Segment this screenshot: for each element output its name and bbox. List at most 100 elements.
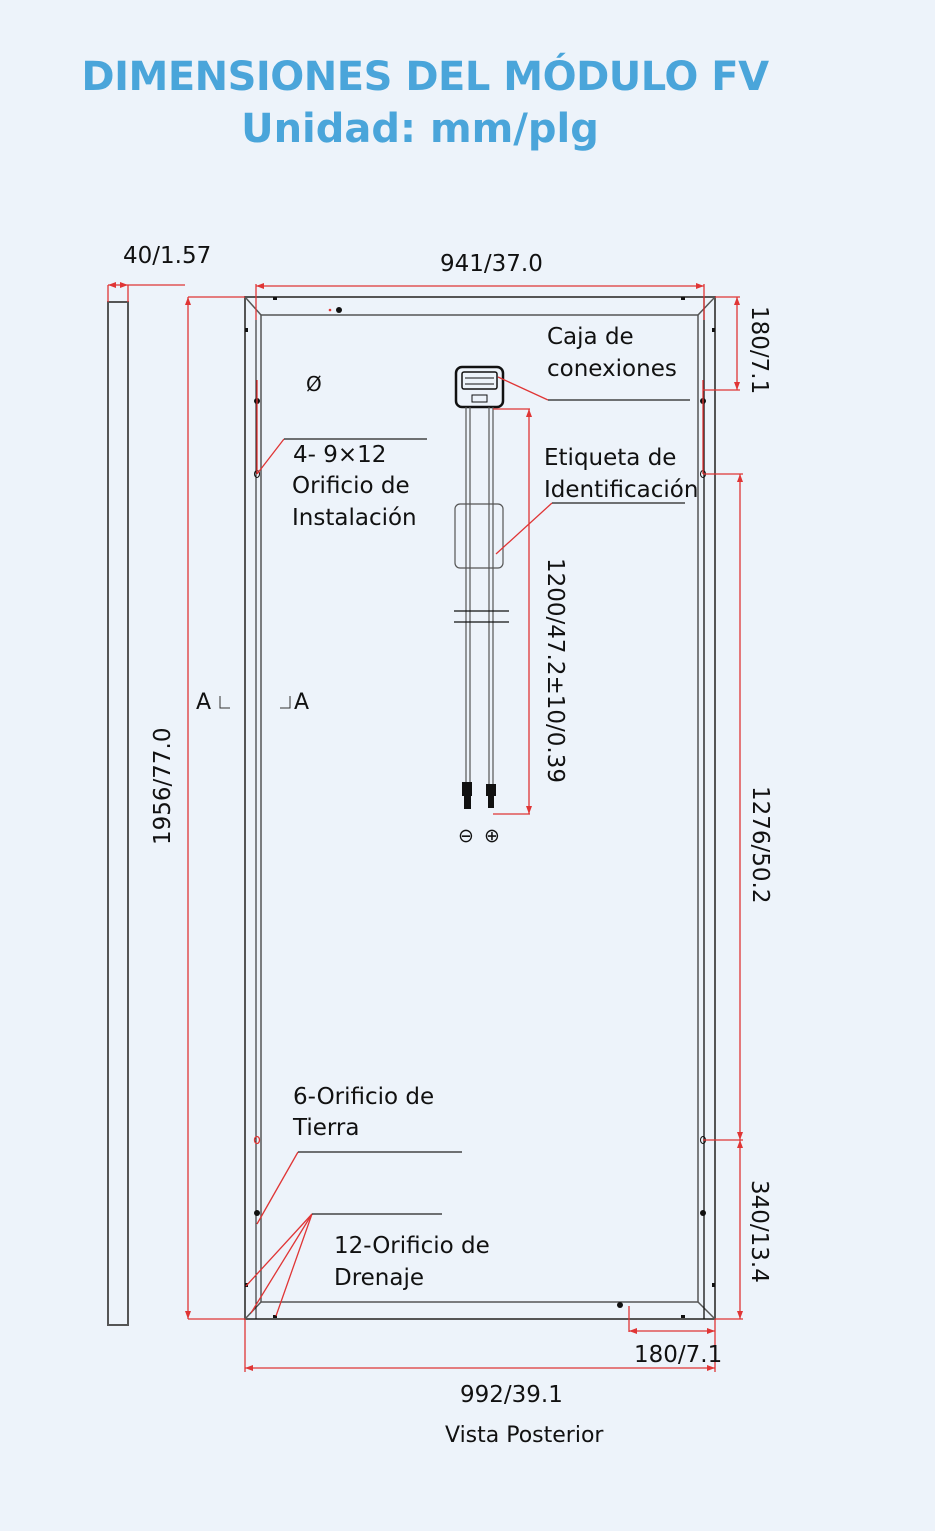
dim-frame-thickness: 40/1.57: [123, 243, 211, 269]
dim-arrow: [737, 474, 743, 482]
drain-holes-line1: 12-Orificio de: [334, 1233, 490, 1259]
dim-arrow: [120, 282, 128, 288]
dim-top-hole-offset: 180/7.1: [703, 296, 772, 394]
corner-miter: [244, 296, 262, 316]
corner-miter: [697, 296, 716, 316]
diagram-title: DIMENSIONES DEL MÓDULO FV: [81, 54, 769, 100]
leader-line: [497, 376, 549, 401]
mounting-holes-line1: 4- 9×12: [293, 442, 386, 468]
ground-holes-line1: 6-Orificio de: [293, 1084, 434, 1110]
dim-arrow: [185, 1311, 191, 1319]
dim-ground-to-bottom: 340/13.4: [715, 1140, 772, 1320]
mounting-hole: [253, 1135, 261, 1145]
section-marker-left: A: [196, 690, 211, 715]
dim-arrow: [737, 1140, 743, 1148]
corner-miter: [697, 1301, 716, 1320]
drain-holes-line2: Drenaje: [334, 1265, 424, 1291]
leader-line: [495, 502, 553, 555]
dim-arrow: [707, 1365, 715, 1371]
side-profile-outline: [107, 301, 129, 1326]
ground-hole: [617, 1302, 623, 1308]
dim-mounting-spacing: 1276/50.2: [703, 473, 773, 1319]
section-bracket-left: [219, 696, 230, 709]
drain-hole: [681, 297, 685, 300]
mounting-holes: [253, 470, 706, 1145]
leader-line: [275, 1213, 313, 1317]
dim-overall-width-label: 992/39.1: [460, 1382, 563, 1408]
view-label: Vista Posterior: [445, 1423, 604, 1448]
connector-negative: [464, 796, 471, 809]
leader-line: [256, 1151, 299, 1225]
dim-arrow: [526, 409, 532, 417]
section-markers: A A: [196, 690, 309, 715]
dim-arrow: [526, 806, 532, 814]
frame-inner-edge: [260, 314, 699, 1303]
junction-box-label-line1: Caja de: [547, 324, 634, 350]
drain-hole: [712, 1283, 715, 1287]
junction-box-callout: Caja de conexiones: [497, 324, 690, 401]
section-marker-right: A: [294, 690, 309, 715]
leader-line: [245, 1213, 313, 1287]
connector-positive: [488, 796, 494, 808]
drain-hole: [273, 1315, 277, 1318]
ground-hole: [336, 307, 342, 313]
drain-holes-callout: 12-Orificio de Drenaje: [245, 1213, 490, 1317]
mounting-holes-line3: Instalación: [292, 505, 417, 531]
junction-box-label: [461, 371, 498, 390]
connector-negative: [462, 782, 472, 796]
junction-box-label-line2: conexiones: [547, 356, 677, 382]
dim-arrow: [185, 297, 191, 305]
dim-arrow: [734, 382, 740, 390]
junction-box: [454, 365, 505, 409]
dim-inner-width: 941/37.0: [255, 251, 705, 320]
mounting-holes-line2: Orificio de: [292, 473, 410, 499]
junction-box-detail: [471, 394, 488, 403]
dim-arrow: [245, 1365, 253, 1371]
dim-arrow: [734, 297, 740, 305]
frame-outer-edge: [244, 296, 716, 1320]
dim-overall-height: 1956/77.0: [150, 296, 245, 1320]
unit-subtitle: Unidad: mm/plg: [241, 106, 599, 152]
dim-top-hole-offset-label: 180/7.1: [746, 306, 772, 394]
dim-bottom-hole-offset-label: 180/7.1: [634, 1342, 722, 1368]
dim-arrow: [629, 1328, 637, 1334]
module-frame: [244, 296, 716, 1320]
dim-overall-height-label: 1956/77.0: [150, 728, 176, 846]
ground-holes-callout: 6-Orificio de Tierra: [256, 1084, 462, 1225]
dim-overall-width: 992/39.1: [244, 1319, 716, 1408]
dim-cable-length-label: 1200/47.2±10/0.39: [542, 558, 568, 783]
id-label-tag: [454, 503, 504, 569]
dim-mounting-spacing-label: 1276/50.2: [747, 786, 773, 904]
id-label-callout: Etiqueta de Identificación: [495, 445, 698, 555]
dim-cable-length: 1200/47.2±10/0.39: [493, 408, 568, 815]
ground-holes-line2: Tierra: [292, 1115, 359, 1141]
dim-arrow: [696, 283, 704, 289]
ground-hole-marker: [328, 308, 332, 312]
section-bracket-right: [280, 696, 291, 709]
drain-hole: [712, 328, 715, 332]
dim-inner-width-label: 941/37.0: [440, 251, 543, 277]
dim-bottom-hole-offset: 180/7.1: [628, 1306, 722, 1368]
dim-arrow: [707, 1328, 715, 1334]
leader-line: [250, 1213, 313, 1314]
dim-arrow: [737, 1132, 743, 1140]
dim-ground-to-bottom-label: 340/13.4: [746, 1180, 772, 1283]
ground-hole: [700, 1210, 706, 1216]
drain-hole: [245, 328, 248, 332]
ground-hole: [254, 1210, 260, 1216]
dim-arrow: [256, 283, 264, 289]
negative-terminal-symbol: ⊖: [458, 825, 474, 847]
leader-line: [256, 438, 285, 475]
cables: ⊖ ⊕: [454, 407, 509, 847]
dim-arrow: [108, 282, 116, 288]
dim-arrow: [737, 1311, 743, 1319]
junction-box-body: [454, 365, 505, 409]
side-profile: 40/1.57: [107, 243, 211, 1326]
drain-hole: [273, 297, 277, 300]
id-label-line2: Identificación: [544, 477, 698, 503]
positive-terminal-symbol: ⊕: [484, 825, 500, 847]
connector-positive: [486, 784, 496, 796]
diameter-symbol: Ø: [306, 372, 322, 396]
mounting-holes-callout: Ø 4- 9×12 Orificio de Instalación: [256, 372, 427, 531]
